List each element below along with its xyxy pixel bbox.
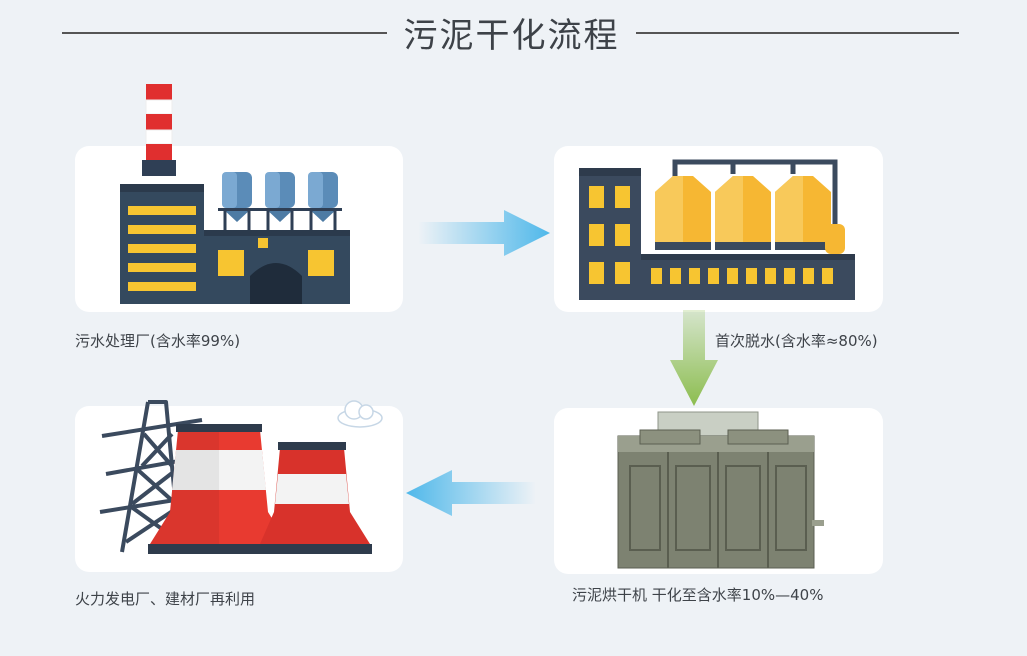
dewatering-plant-icon bbox=[579, 159, 855, 300]
arrow-right-icon bbox=[418, 210, 550, 256]
power-plant-icon bbox=[99, 400, 383, 554]
caption-sludge-dryer: 污泥烘干机 干化至含水率10%—40% bbox=[572, 586, 824, 604]
arrow-left-icon bbox=[406, 470, 536, 516]
header: 污泥干化流程 bbox=[0, 0, 1027, 62]
sludge-dryer-icon bbox=[617, 411, 824, 569]
page-title: 污泥干化流程 bbox=[403, 16, 620, 56]
title-rule-right bbox=[636, 32, 959, 34]
caption-sewage-plant: 污水处理厂(含水率99%) bbox=[75, 332, 241, 350]
caption-dewatering: 首次脱水(含水率≈80%) bbox=[715, 332, 878, 350]
factory-icon bbox=[120, 84, 350, 304]
arrow-down-icon bbox=[670, 310, 718, 406]
title-rule-left bbox=[62, 32, 387, 34]
caption-power-plant: 火力发电厂、建材厂再利用 bbox=[75, 590, 256, 608]
